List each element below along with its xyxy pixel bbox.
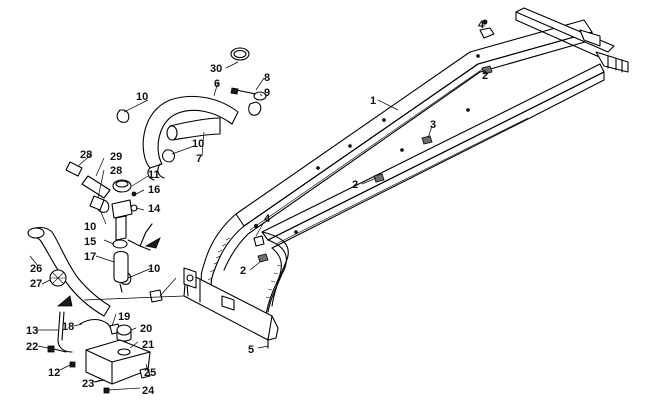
callout-10-left: 10: [84, 221, 96, 233]
hose-7: [166, 117, 221, 141]
upper-hose-6: [142, 95, 239, 181]
callout-15: 15: [84, 236, 96, 248]
callout-8: 8: [264, 72, 270, 84]
lower-reservoir-assembly: [47, 311, 151, 394]
callout-22: 22: [26, 341, 38, 353]
callout-17: 17: [84, 251, 96, 263]
rail-cooler-assembly: [183, 7, 629, 341]
callout-4-lower: 4: [264, 213, 271, 225]
screw-clamp-8-9: [230, 87, 267, 116]
callout-24: 24: [142, 385, 155, 397]
callout-27: 27: [30, 278, 42, 290]
callout-28-lower: 28: [110, 165, 122, 177]
callout-1: 1: [370, 95, 376, 107]
callout-2-top: 2: [482, 70, 488, 82]
callout-3: 3: [430, 119, 436, 131]
clip-3: [421, 135, 433, 145]
clip-2-mid: [373, 173, 385, 183]
grommet-27: [49, 269, 67, 287]
clamp-30: [230, 47, 250, 61]
arrow-left-icon: [56, 295, 73, 307]
clip-2-top: [481, 65, 493, 75]
callout-2-mid: 2: [352, 179, 358, 191]
callout-10-mid: 10: [192, 138, 204, 150]
callout-11: 11: [148, 169, 160, 181]
callout-14: 14: [148, 203, 161, 215]
coolant-bottle-area: [65, 161, 153, 293]
clip-4-top: [479, 27, 495, 39]
connecting-line: [83, 277, 185, 301]
callout-10-top: 10: [136, 91, 148, 103]
callout-29: 29: [110, 151, 122, 163]
callouts: 1 4 2 3 2 4 2 5 6 7 8 9 10 10 10 10 11 1…: [26, 19, 488, 397]
callout-19: 19: [118, 311, 130, 323]
clip-4-lower: [253, 235, 265, 247]
callout-23: 23: [82, 378, 94, 390]
direction-arrows: [56, 237, 161, 307]
callout-4-top: 4: [478, 19, 485, 31]
callout-25: 25: [144, 367, 156, 379]
callout-20: 20: [140, 323, 152, 335]
callout-10-low: 10: [148, 263, 160, 275]
callout-30: 30: [210, 63, 222, 75]
arrow-right-icon: [144, 237, 161, 249]
callout-6: 6: [214, 78, 220, 90]
clip-2-lower: [257, 253, 269, 263]
rail-clips: [253, 19, 495, 349]
callout-5: 5: [248, 344, 254, 356]
callout-16: 16: [148, 184, 160, 196]
callout-12: 12: [48, 367, 60, 379]
callout-13: 13: [26, 325, 38, 337]
leader-lines: [29, 19, 489, 391]
callout-28-top: 28: [80, 149, 92, 161]
callout-18: 18: [62, 321, 74, 333]
callout-9: 9: [264, 87, 270, 99]
return-hose-26: [27, 226, 111, 317]
callout-21: 21: [142, 339, 154, 351]
callout-2-lower: 2: [240, 265, 246, 277]
callout-26: 26: [30, 263, 42, 275]
callout-7: 7: [196, 153, 202, 165]
